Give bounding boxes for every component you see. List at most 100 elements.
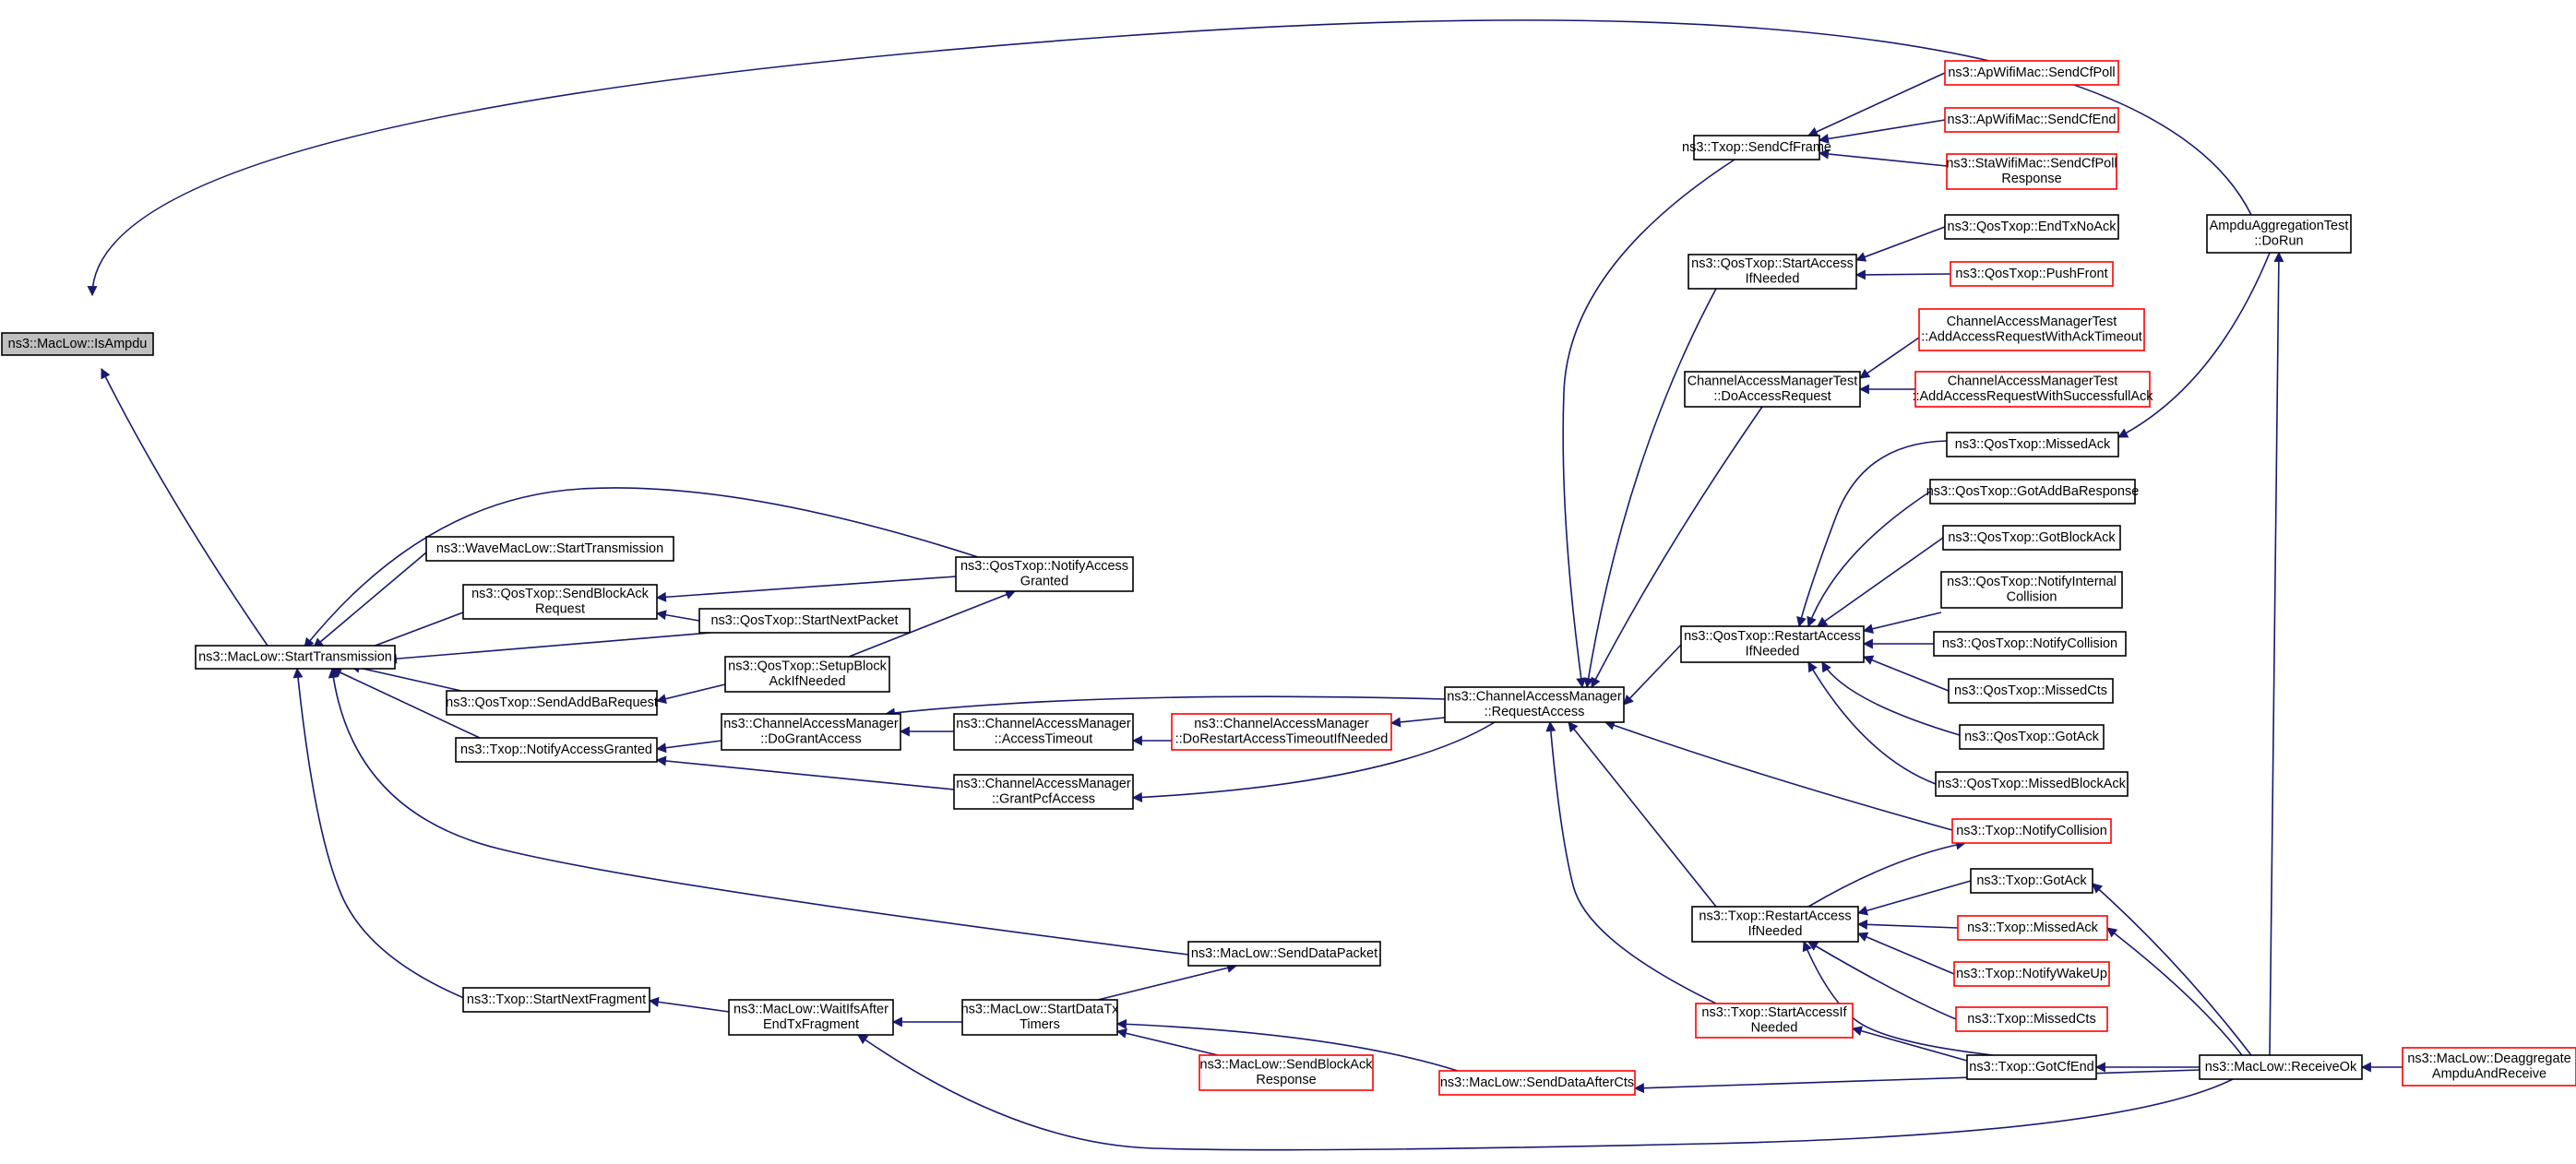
node-label-line: ChannelAccessManagerTest	[1948, 374, 2118, 389]
node-label-line: ns3::QosTxop::NotifyCollision	[1942, 636, 2117, 651]
node-box	[1171, 713, 1392, 751]
node-box	[1944, 60, 2119, 86]
node-grantpcf: ns3::ChannelAccessManager::GrantPcfAcces…	[953, 774, 1134, 810]
edge-ampdutest-to-qosmissedack	[2117, 252, 2271, 438]
node-box	[955, 556, 1134, 592]
node-label-line: ns3::QosTxop::RestartAccess	[1684, 629, 1861, 644]
node-box	[728, 999, 894, 1036]
node-box	[1680, 625, 1865, 663]
node-label-line: ns3::QosTxop::NotifyInternal	[1947, 575, 2117, 589]
node-doaccessrequest: ChannelAccessManagerTest::DoAccessReques…	[1684, 371, 1861, 408]
node-label-line: ns3::MacLow::StartTransmission	[198, 649, 392, 664]
edge-qosstartaccess-to-requestaccess	[1583, 288, 1717, 689]
node-label-line: ns3::Txop::StartNextFragment	[467, 992, 646, 1007]
edge-ampdutest-to-ismpdu	[87, 19, 2252, 297]
node-label-line: ns3::Txop::GotAck	[1976, 873, 2087, 888]
edge-waitifs-to-startnextfrag	[648, 996, 730, 1013]
edge-stasendcfpoll-to-sendcfframe	[1818, 148, 1948, 167]
node-label-line: ns3::QosTxop::SendAddBaRequest	[446, 695, 658, 710]
node-qosmissedack: ns3::QosTxop::MissedAck	[1946, 432, 2119, 457]
node-label-line: ns3::ChannelAccessManager	[956, 717, 1131, 731]
edge-qosgotack-to-qosrestart	[1821, 661, 1961, 736]
node-label-line: ::AddAccessRequestWithSuccessfullAck	[1912, 389, 2153, 404]
node-senddataaftercts[interactable]: ns3::MacLow::SendDataAfterCts	[1438, 1070, 1636, 1096]
node-box	[1918, 308, 2145, 351]
node-txopmissedcts[interactable]: ns3::Txop::MissedCts	[1955, 1006, 2108, 1032]
node-label-line: ChannelAccessManagerTest	[1688, 374, 1858, 389]
edge-qosnotifygranted-to-starttx	[304, 487, 979, 648]
edge-setupblockack-to-qosnotifygranted	[848, 589, 1017, 658]
node-label-line: ns3::MacLow::SendBlockAck	[1200, 1058, 1374, 1073]
node-pushfront[interactable]: ns3::QosTxop::PushFront	[1950, 261, 2114, 287]
node-addackto[interactable]: ChannelAccessManagerTest::AddAccessReque…	[1918, 308, 2145, 351]
node-label-line: ns3::ChannelAccessManager	[723, 717, 899, 731]
node-txopmissedack[interactable]: ns3::Txop::MissedAck	[1957, 915, 2108, 941]
node-label-line: IfNeeded	[1746, 272, 1800, 287]
node-label-line: ns3::QosTxop::StartAccess	[1691, 256, 1854, 271]
node-box	[1951, 818, 2112, 844]
node-box	[1944, 107, 2119, 133]
edge-apsendcfend-to-sendcfframe	[1818, 119, 1946, 144]
node-box	[1950, 261, 2114, 287]
edge-gotcfend-to-txopstartaccess	[1851, 1026, 1968, 1062]
edge-senddatapacket-to-starttx	[328, 667, 1189, 956]
node-label-line: Response	[1256, 1073, 1316, 1087]
node-label-line: ns3::Txop::MissedAck	[1967, 921, 2099, 935]
edge-pushfront-to-qosstartaccess	[1854, 269, 1951, 280]
node-box	[721, 713, 901, 751]
node-label-line: ::DoGrantAccess	[760, 732, 862, 747]
node-label-line: ns3::QosTxop::MissedAck	[1955, 437, 2111, 452]
edge-txoprestart-to-requestaccess	[1568, 721, 1717, 908]
node-qosmissedblockack: ns3::QosTxop::MissedBlockAck	[1935, 771, 2129, 797]
node-label-line: ns3::MacLow::StartDataTx	[961, 1003, 1120, 1017]
node-gotaddba: ns3::QosTxop::GotAddBaResponse	[1926, 479, 2140, 505]
node-box	[1948, 678, 2114, 704]
node-label-line: ns3::QosTxop::GotBlockAck	[1948, 530, 2116, 545]
node-label-line: ns3::MacLow::SendDataPacket	[1191, 946, 1377, 961]
node-accesstimeout: ns3::ChannelAccessManager::AccessTimeout	[953, 713, 1134, 751]
edge-sendaddba-to-starttx	[349, 662, 462, 692]
node-label-line: ns3::QosTxop::StartNextPacket	[710, 613, 898, 628]
node-label-line: ns3::ChannelAccessManager	[1194, 717, 1369, 731]
node-label-line: ns3::QosTxop::SetupBlock	[728, 659, 887, 674]
node-box	[2199, 1054, 2363, 1080]
node-ampdutest: AmpduAggregationTest::DoRun	[2206, 214, 2352, 254]
node-label-line: ns3::Txop::NotifyAccessGranted	[460, 742, 652, 757]
node-label-line: AmpduAndReceive	[2432, 1067, 2546, 1082]
edge-sendcfframe-to-requestaccess	[1562, 159, 1735, 689]
node-label-line: EndTxFragment	[763, 1017, 859, 1032]
node-apsendcfpoll[interactable]: ns3::ApWifiMac::SendCfPoll	[1944, 60, 2119, 86]
node-addsuccack[interactable]: ChannelAccessManagerTest::AddAccessReque…	[1912, 371, 2153, 408]
node-box	[1942, 525, 2121, 551]
node-box	[1695, 1003, 1854, 1039]
node-label-line: ns3::QosTxop::GotAddBaResponse	[1926, 484, 2140, 499]
edge-qosmissedcts-to-qosrestart	[1862, 655, 1950, 692]
node-box	[1199, 1054, 1374, 1091]
edge-startdatatx-to-senddatapacket	[1097, 963, 1238, 1001]
node-receiveok: ns3::MacLow::ReceiveOk	[2199, 1054, 2363, 1080]
node-txopnotifycoll[interactable]: ns3::Txop::NotifyCollision	[1951, 818, 2112, 844]
node-box	[1953, 961, 2110, 987]
node-label-line: ns3::Txop::MissedCts	[1967, 1012, 2095, 1027]
node-box	[1955, 1006, 2108, 1032]
edge-qosrestart-to-requestaccess	[1623, 644, 1682, 706]
node-dorestart[interactable]: ns3::ChannelAccessManager::DoRestartAcce…	[1171, 713, 1392, 751]
node-box	[1946, 432, 2119, 457]
node-label-line: AckIfNeeded	[769, 674, 845, 689]
node-apsendcfend[interactable]: ns3::ApWifiMac::SendCfEnd	[1944, 107, 2119, 133]
node-txopwakeup[interactable]: ns3::Txop::NotifyWakeUp	[1953, 961, 2110, 987]
edge-requestaccess-to-grantpcf	[1131, 721, 1496, 802]
edge-qosmissedblockack-to-qosrestart	[1807, 661, 1937, 785]
node-gotcfend: ns3::Txop::GotCfEnd	[1966, 1054, 2097, 1080]
node-label-line: ::RequestAccess	[1485, 705, 1585, 719]
node-label-line: Timers	[1020, 1017, 1060, 1032]
